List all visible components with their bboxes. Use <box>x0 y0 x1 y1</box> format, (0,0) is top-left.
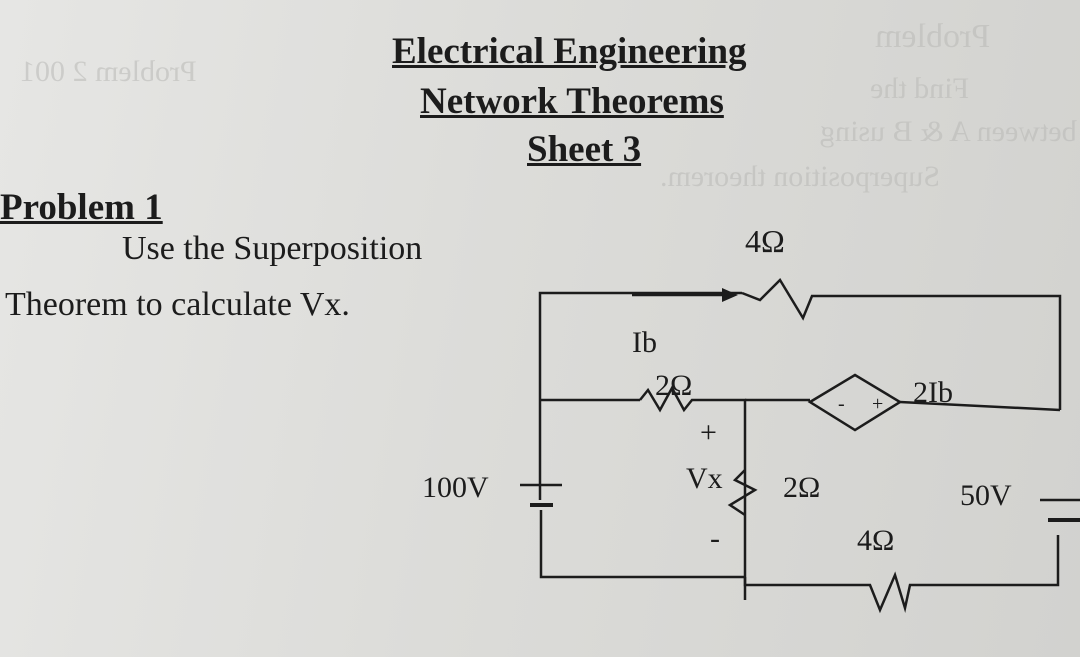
dependent-source <box>807 373 903 432</box>
label-dep-minus: - <box>838 393 845 415</box>
topic-title: Network Theorems <box>420 81 724 122</box>
label-r-mid: 2Ω <box>783 471 820 504</box>
resistor-top <box>741 277 1062 410</box>
problem-heading: Problem 1 <box>0 187 163 228</box>
wire <box>538 291 742 487</box>
label-current: Ib <box>632 326 657 359</box>
arrow-head-icon <box>722 288 738 302</box>
wire <box>539 510 745 579</box>
sheet-title: Sheet 3 <box>527 129 642 170</box>
resistor-2ohm-left <box>639 385 747 600</box>
label-r-top: 4Ω <box>745 223 785 259</box>
label-vx-minus: - <box>710 522 720 555</box>
label-r-bottom: 4Ω <box>857 524 894 557</box>
label-source-left: 100V <box>422 471 489 504</box>
problem-instruction-line1: Use the Superposition <box>122 230 423 267</box>
label-vx: Vx <box>686 462 723 495</box>
resistor-2ohm-mid <box>727 469 758 517</box>
wire <box>899 400 1061 412</box>
label-dependent-source: 2Ib <box>913 376 953 409</box>
label-vx-plus: + <box>700 416 717 449</box>
label-source-right: 50V <box>960 479 1012 512</box>
label-r-left: 2Ω <box>655 369 692 402</box>
label-dep-plus: + <box>872 393 883 415</box>
course-title: Electrical Engineering <box>392 31 747 72</box>
problem-instruction-line2: Theorem to calculate Vx. <box>5 286 350 323</box>
resistor-bottom <box>743 535 1060 614</box>
